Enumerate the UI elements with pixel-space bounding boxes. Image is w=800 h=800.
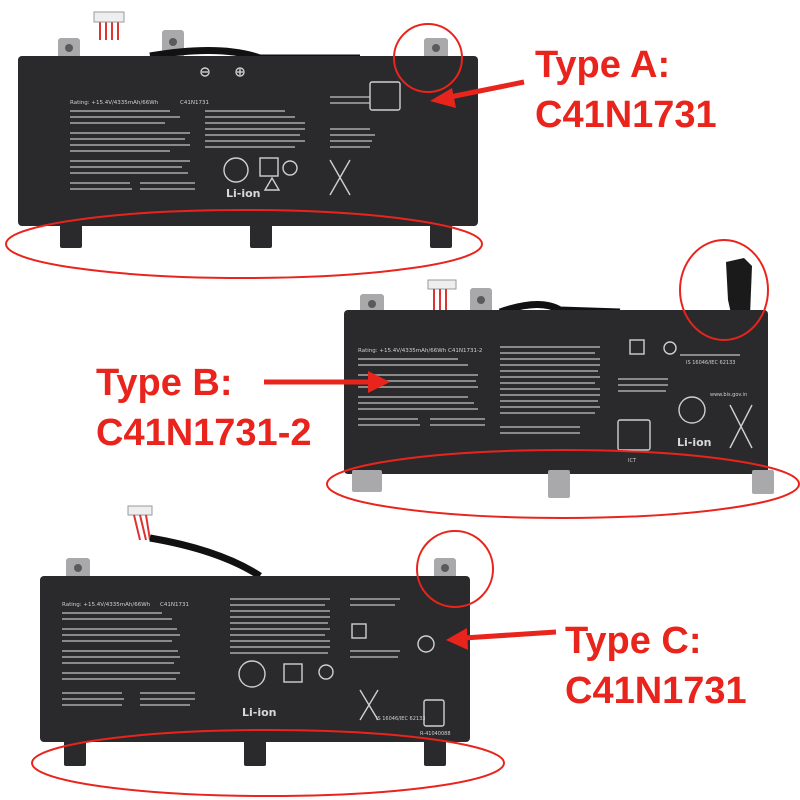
battery-c-rating: Rating: +15.4V/4335mAh/66Wh bbox=[62, 602, 151, 608]
screw-hole bbox=[74, 564, 82, 572]
screw-hole bbox=[368, 300, 376, 308]
highlight-circle-b-latch bbox=[679, 239, 769, 341]
fine-print-lines bbox=[62, 598, 400, 706]
screw-hole bbox=[65, 44, 73, 52]
battery-b-icons bbox=[617, 339, 753, 451]
label-type-a-model: C41N1731 bbox=[535, 94, 717, 136]
connector-plug bbox=[93, 11, 125, 23]
mount-tab bbox=[244, 740, 266, 766]
label-type-c-model: C41N1731 bbox=[565, 670, 747, 712]
li-ion-mark-c: Li-ion bbox=[242, 706, 277, 719]
battery-b-rating: Rating: +15.4V/4335mAh/66Wh bbox=[358, 348, 447, 354]
mount-tab bbox=[250, 222, 272, 248]
flex-cable bbox=[149, 534, 262, 579]
connector-wires bbox=[99, 18, 119, 40]
label-type-b-title: Type B: bbox=[96, 362, 233, 404]
battery-c-is-cert: IS 16046/IEC 62133 bbox=[376, 716, 425, 722]
fine-print-lines bbox=[70, 96, 375, 190]
arrow-a bbox=[444, 79, 525, 101]
battery-b-model: C41N1731-2 bbox=[448, 348, 482, 354]
label-type-a: Type A: C41N1731 bbox=[535, 46, 717, 134]
mount-tab bbox=[60, 222, 82, 248]
battery-a-model: C41N1731 bbox=[180, 100, 209, 106]
screw-hole bbox=[441, 564, 449, 572]
screw-hole bbox=[432, 44, 440, 52]
connector-plug bbox=[427, 279, 457, 290]
arrow-c bbox=[463, 629, 557, 641]
connector-wires bbox=[133, 514, 151, 541]
highlight-ellipse-a-bottom bbox=[5, 209, 483, 279]
battery-body bbox=[344, 310, 768, 474]
mount-bracket bbox=[752, 470, 774, 494]
mount-tab bbox=[424, 740, 446, 766]
mount-tab bbox=[64, 740, 86, 766]
arrow-b-head bbox=[368, 371, 390, 393]
label-type-a-title: Type A: bbox=[535, 44, 671, 86]
screw-hole bbox=[169, 38, 177, 46]
plastic-latch bbox=[726, 258, 752, 318]
label-type-b-model: C41N1731-2 bbox=[96, 412, 312, 454]
mount-tab bbox=[430, 222, 452, 248]
highlight-ellipse-b-bottom bbox=[326, 449, 800, 519]
battery-b-is-cert: IS 16046/IEC 62133 bbox=[686, 360, 735, 366]
mount-bracket bbox=[548, 470, 570, 498]
li-ion-mark-a: Li-ion bbox=[226, 187, 261, 200]
flex-cable bbox=[498, 301, 621, 316]
battery-a-rating: Rating: +15.4V/4335mAh/66Wh bbox=[70, 100, 159, 106]
screw-hole bbox=[477, 296, 485, 304]
pointer-arrows bbox=[264, 79, 557, 650]
highlight-circle-c-corner bbox=[416, 530, 494, 608]
fine-print-lines bbox=[358, 346, 740, 434]
battery-c-icons bbox=[238, 623, 445, 727]
ict-mark-b: ICT bbox=[628, 458, 637, 464]
li-ion-mark-b: Li-ion bbox=[677, 436, 712, 449]
arrow-c-head bbox=[446, 628, 468, 650]
label-type-c-title: Type C: bbox=[565, 620, 702, 662]
mount-bracket bbox=[352, 470, 382, 492]
battery-b-site: www.bis.gov.in bbox=[710, 392, 747, 398]
battery-c-r-number: R-41040088 bbox=[420, 731, 451, 737]
highlight-ellipse-c-bottom bbox=[31, 729, 505, 797]
label-type-b: Type B: C41N1731-2 bbox=[96, 364, 311, 452]
label-type-c: Type C: C41N1731 bbox=[565, 622, 747, 710]
connector-wires bbox=[433, 289, 447, 310]
highlight-circle-a-corner bbox=[393, 23, 463, 93]
arrow-a-head bbox=[430, 88, 456, 108]
battery-c-model: C41N1731 bbox=[160, 602, 189, 608]
battery-a-icons bbox=[200, 67, 401, 196]
battery-body bbox=[40, 576, 470, 742]
